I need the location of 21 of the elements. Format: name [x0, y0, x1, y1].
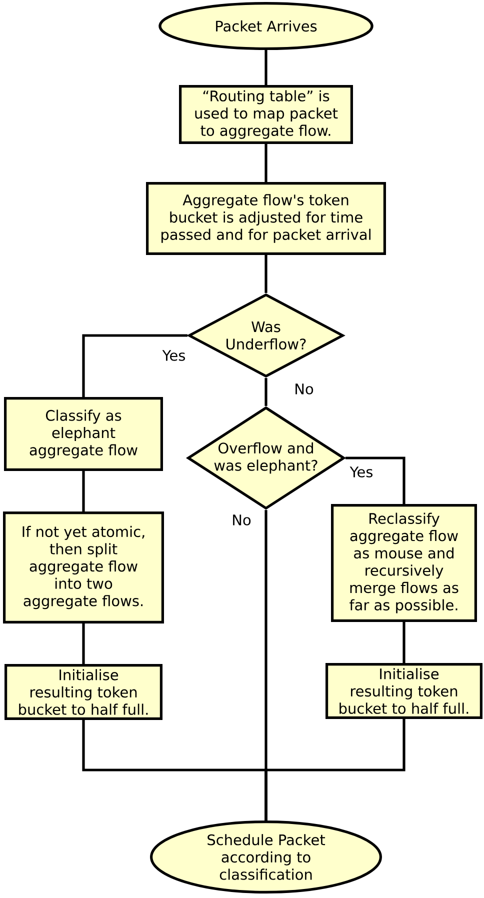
process-box: Classify as elephant aggregate flow: [4, 397, 163, 471]
process-box: Aggregate flow's token bucket is adjusted for time passed and for packet arrival: [146, 182, 386, 256]
edge-label: No: [293, 382, 315, 396]
connector-line: [264, 378, 268, 406]
connector-line: [346, 456, 406, 504]
connector-line: [82, 471, 85, 512]
connector-line: [82, 624, 85, 664]
connector-line: [264, 50, 268, 86]
edge-label: No: [230, 514, 252, 526]
process-box: Initialise resulting token bucket to half full.: [326, 663, 482, 719]
connector-line: [264, 719, 406, 820]
process-box: If not yet atomic, then split aggregate flow into two aggregate flows.: [3, 512, 164, 624]
process-box: Initialise resulting token bucket to half full.: [4, 664, 162, 720]
connector-line: [264, 144, 268, 182]
process-box: Reclassify aggregate flow as mouse and recursively merge flows as far as possible.: [331, 504, 477, 622]
connector-line: [264, 255, 268, 293]
edge-label: Yes: [348, 466, 374, 478]
edge-label: Yes: [161, 349, 187, 362]
connector-line: [402, 622, 406, 663]
process-box: “Routing table” is used to map packet to aggregate flow.: [179, 85, 353, 144]
connector-line: [82, 334, 188, 397]
